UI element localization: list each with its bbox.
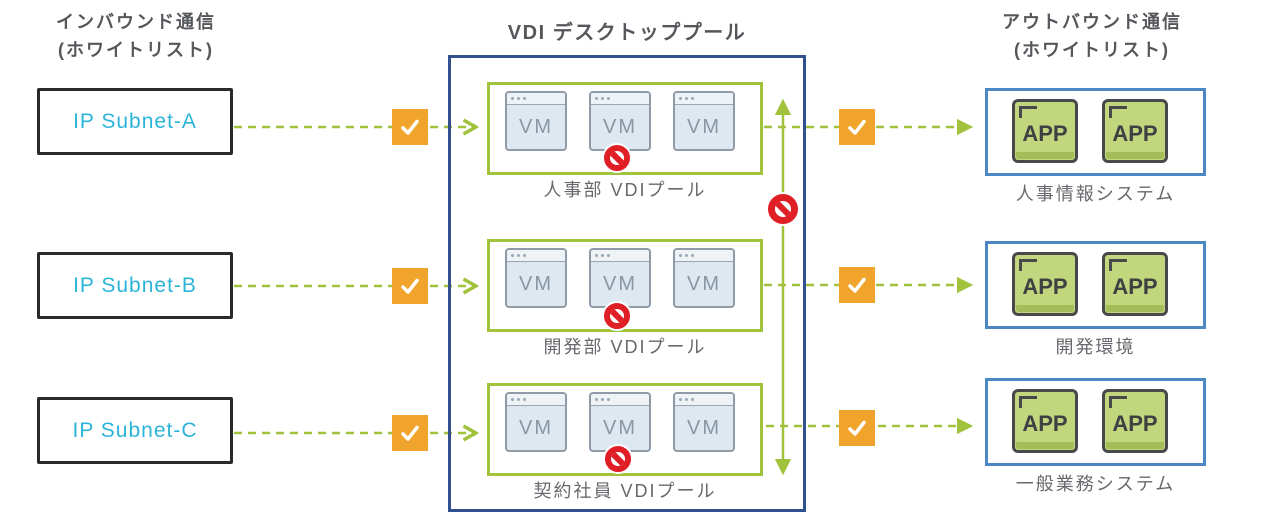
allow-check-icon xyxy=(839,410,875,446)
app-label: APP xyxy=(1112,121,1158,146)
app-corner-mark xyxy=(1019,259,1037,271)
vdi-pool-title: VDI デスクトッププール xyxy=(507,22,747,44)
app-icon: APP xyxy=(1012,99,1078,163)
vm-icon: VM xyxy=(589,248,651,308)
vm-label: VM xyxy=(603,116,637,138)
vm-label: VM xyxy=(687,417,721,439)
allow-check-icon xyxy=(392,415,428,451)
pool-dev-label: 開発部 VDIプール xyxy=(543,337,707,357)
system-hr-box: APP APP xyxy=(985,88,1206,176)
system-dev-label: 開発環境 xyxy=(1055,337,1136,357)
app-corner-mark xyxy=(1109,106,1127,118)
vm-window-titlebar xyxy=(591,250,649,262)
vm-icon: VM xyxy=(589,392,651,452)
subnet-a-label: IP Subnet-A xyxy=(73,109,197,133)
vm-window-titlebar xyxy=(507,250,565,262)
inbound-header-line1: インバウンド通信 xyxy=(56,12,216,32)
vm-window-titlebar xyxy=(591,394,649,406)
vm-window-titlebar xyxy=(507,93,565,105)
app-label: APP xyxy=(1022,411,1068,436)
vm-icon: VM xyxy=(505,248,567,308)
app-icon: APP xyxy=(1012,389,1078,453)
subnet-box-a: IP Subnet-A xyxy=(37,88,233,155)
pool-contract-label: 契約社員 VDIプール xyxy=(533,481,717,501)
vm-window-titlebar xyxy=(675,93,733,105)
no-entry-icon xyxy=(604,303,630,329)
subnet-box-c: IP Subnet-C xyxy=(37,397,233,464)
system-dev-box: APP APP xyxy=(985,241,1206,329)
vm-label: VM xyxy=(519,417,553,439)
vm-label: VM xyxy=(519,116,553,138)
allow-check-icon xyxy=(392,109,428,145)
vm-icon: VM xyxy=(589,91,651,151)
allow-check-icon xyxy=(392,268,428,304)
no-entry-icon xyxy=(604,145,630,171)
subnet-box-b: IP Subnet-B xyxy=(37,252,233,319)
vm-icon: VM xyxy=(673,91,735,151)
vm-window-titlebar xyxy=(507,394,565,406)
vm-icon: VM xyxy=(505,91,567,151)
app-icon: APP xyxy=(1102,99,1168,163)
app-corner-mark xyxy=(1109,259,1127,271)
vm-window-titlebar xyxy=(675,394,733,406)
app-icon: APP xyxy=(1102,389,1168,453)
outbound-header-line2: (ホワイトリスト) xyxy=(1014,40,1170,60)
allow-check-icon xyxy=(839,267,875,303)
app-corner-mark xyxy=(1109,396,1127,408)
app-label: APP xyxy=(1112,411,1158,436)
no-entry-icon xyxy=(768,194,798,224)
system-hr-label: 人事情報システム xyxy=(1015,184,1176,204)
app-corner-mark xyxy=(1019,396,1037,408)
vdi-desktop-pool-box xyxy=(448,55,806,512)
subnet-c-label: IP Subnet-C xyxy=(72,418,198,442)
system-general-box: APP APP xyxy=(985,378,1206,466)
vm-label: VM xyxy=(519,273,553,295)
vm-window-titlebar xyxy=(675,250,733,262)
inbound-header: インバウンド通信 (ホワイトリスト) xyxy=(10,8,262,64)
vm-label: VM xyxy=(603,417,637,439)
inbound-arrows xyxy=(234,127,474,433)
app-label: APP xyxy=(1022,121,1068,146)
vm-label: VM xyxy=(687,273,721,295)
vm-label: VM xyxy=(687,116,721,138)
vm-icon: VM xyxy=(673,392,735,452)
pool-hr-label: 人事部 VDIプール xyxy=(543,180,707,200)
vm-icon: VM xyxy=(505,392,567,452)
system-general-label: 一般業務システム xyxy=(1015,474,1176,494)
app-icon: APP xyxy=(1012,252,1078,316)
app-label: APP xyxy=(1022,274,1068,299)
app-icon: APP xyxy=(1102,252,1168,316)
vm-icon: VM xyxy=(673,248,735,308)
subnet-b-label: IP Subnet-B xyxy=(73,273,197,297)
app-corner-mark xyxy=(1019,106,1037,118)
no-entry-icon xyxy=(605,446,631,472)
vm-label: VM xyxy=(603,273,637,295)
outbound-header: アウトバウンド通信 (ホワイトリスト) xyxy=(972,8,1212,64)
app-label: APP xyxy=(1112,274,1158,299)
vm-window-titlebar xyxy=(591,93,649,105)
allow-check-icon xyxy=(839,109,875,145)
pool-contract: VM VM VM xyxy=(487,383,763,476)
outbound-header-line1: アウトバウンド通信 xyxy=(1002,12,1182,32)
pool-hr: VM VM VM xyxy=(487,82,763,175)
inbound-header-line2: (ホワイトリスト) xyxy=(58,40,214,60)
